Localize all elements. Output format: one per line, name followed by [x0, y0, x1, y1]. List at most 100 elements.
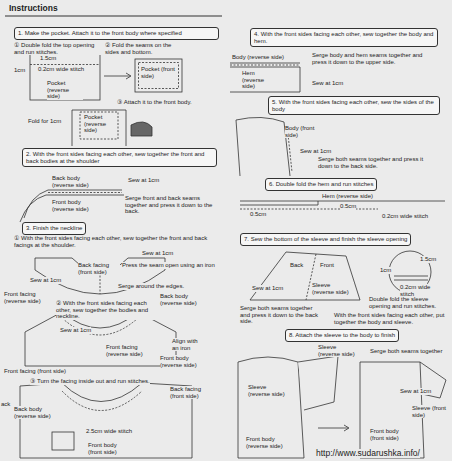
front-body-shape — [72, 110, 126, 146]
part-label: With the front sides facing each other, … — [334, 312, 449, 325]
part-label: 1cm — [380, 267, 391, 274]
step-heading: 4. With the front sides facing each othe… — [254, 31, 434, 44]
part-label: Sleeve (reverse side) — [248, 384, 290, 397]
part-label: 0.2cm wide stitch — [38, 66, 84, 73]
part-label: Front facing (reverse side) — [4, 291, 52, 304]
part-label: Press the seam open using an iron — [122, 262, 215, 269]
part-label: Sew at 1cm — [128, 177, 159, 184]
part-label: Front body (front side) — [370, 428, 412, 441]
sleeve-shape — [298, 356, 338, 410]
part-label: Front facing (front side) — [4, 368, 66, 375]
body-edge — [230, 63, 300, 64]
part-label: Sew at 1cm — [30, 277, 61, 284]
sleeve-shape — [250, 252, 360, 300]
part-label: Serge both seams together — [370, 348, 442, 355]
step-heading-box: 7. Sew the bottom of the sleeve and fini… — [240, 233, 411, 246]
part-label: Fold for 1cm — [28, 118, 61, 125]
part-label: Front body (front side) — [88, 442, 130, 455]
body-shape — [238, 357, 304, 458]
step-heading: 2. With the front sides facing each othe… — [26, 151, 213, 164]
part-label: Front body (reverse side) — [246, 436, 292, 449]
step-heading: 8. Attach the sleeve to the body to fini… — [289, 332, 395, 339]
step-heading: 6. Double fold the hem and run stitches — [269, 181, 373, 188]
part-label: ack — [1, 401, 10, 408]
part-label: Back body (reverse side) — [14, 406, 60, 419]
garment-drawings — [5, 16, 446, 458]
part-label: ③ Attach it to the front body. — [117, 99, 192, 106]
title-rule — [5, 15, 222, 16]
body-shape — [236, 117, 290, 176]
step-heading-box: 6. Double fold the hem and run stitches — [265, 178, 377, 191]
body-shape — [20, 383, 192, 458]
part-label: Sleeve (reverse side) — [318, 344, 360, 357]
part-label: 0.5cm — [250, 211, 266, 218]
fold-line — [139, 63, 179, 89]
step-heading: 5. With the front sides facing each othe… — [272, 99, 436, 112]
step-heading-box: 8. Attach the sleeve to the body to fini… — [285, 329, 399, 342]
part-label: 0.2cm wide stitch — [382, 213, 428, 220]
stitch-line — [230, 65, 300, 66]
step-heading: 3. Finish the neckline — [26, 225, 82, 232]
stitch-line — [288, 134, 292, 172]
part-label: Sew at 1cm — [142, 250, 173, 257]
step-heading: 7. Sew the bottom of the sleeve and fini… — [244, 236, 407, 243]
part-label: ① Double fold the top opening and run st… — [14, 42, 104, 55]
arrow-head — [344, 425, 349, 431]
part-label: Back body (reverse side) — [160, 293, 206, 306]
front-body-shape — [20, 195, 124, 222]
part-label: Sew at 1cm — [300, 148, 331, 155]
stitch-line — [30, 64, 100, 65]
step-heading: 1. Make the pocket. Attach it to the fro… — [18, 30, 215, 37]
seam-line — [100, 272, 101, 294]
hem-shape — [230, 67, 300, 92]
part-label: Front — [320, 262, 334, 269]
watermark: http://www.sudarushka.info/ — [316, 449, 420, 458]
stitch-line — [240, 209, 378, 210]
part-label: Double fold the sleeve opening and run s… — [369, 296, 449, 309]
part-label: Sew at 1cm — [60, 327, 91, 334]
part-label: 0.5cm — [340, 203, 356, 210]
part-label: Back facing (front side) — [170, 386, 214, 399]
part-label: ③ Turn the facing inside out and run sti… — [30, 378, 150, 385]
part-label: 1.5cm — [420, 256, 436, 263]
part-label: 1.5cm — [40, 55, 56, 62]
part-label: Hem (reverse side) — [242, 70, 274, 90]
part-label: ② Fold the seams on the sides and bottom… — [105, 42, 183, 55]
part-label: Hem (reverse side) — [322, 193, 373, 200]
page-title: Instructions — [9, 3, 58, 13]
part-label: Body (reverse side) — [232, 54, 284, 61]
iron-icon — [131, 122, 152, 136]
step-heading-box: 4. With the front sides facing each othe… — [250, 28, 438, 47]
part-label: Serge both seams together and press it d… — [318, 156, 428, 169]
part-label: Pocket (front side) — [141, 66, 177, 79]
part-label: Pocket (reverse side) — [84, 114, 114, 134]
step-heading-box: 2. With the front sides facing each othe… — [22, 148, 217, 167]
step-arrow — [318, 428, 348, 429]
part-label: Body (front side) — [285, 125, 323, 138]
part-label: Align with an iron — [172, 338, 204, 351]
part-label: Back — [290, 262, 303, 269]
sleeve-opening — [394, 276, 428, 280]
arrow-head — [126, 73, 131, 79]
part-label: Sew at 1cm — [312, 80, 343, 87]
part-label: Back facing (front side) — [78, 262, 120, 275]
part-label: Serge front and back seams together and … — [125, 195, 221, 215]
part-label: Sew at 1cm — [252, 285, 283, 292]
part-label: Pocket (reverse side) — [47, 80, 83, 100]
part-label: ① With the front sides facing each other… — [14, 235, 219, 248]
back-body-shape — [24, 190, 122, 218]
step-heading-box: 3. Finish the neckline — [22, 222, 86, 235]
part-label: Sew at 1cm — [400, 388, 431, 395]
part-label: Serge both seams together and press it d… — [240, 305, 320, 325]
part-label: Serge body and hem seams together and pr… — [312, 52, 430, 65]
part-label: 2.5cm wide stitch — [86, 428, 132, 435]
part-label: ② With the front sides facing each other… — [56, 300, 154, 320]
pocket-shape — [30, 52, 100, 100]
part-label: Front facing (reverse side) — [106, 344, 152, 357]
step-heading-box: 5. With the front sides facing each othe… — [268, 96, 440, 115]
pocket-shape — [52, 432, 74, 450]
part-label: Sleeve (reverse side) — [312, 282, 354, 295]
part-label: Back body (reverse side) — [52, 175, 98, 188]
stitch-line — [48, 192, 122, 193]
